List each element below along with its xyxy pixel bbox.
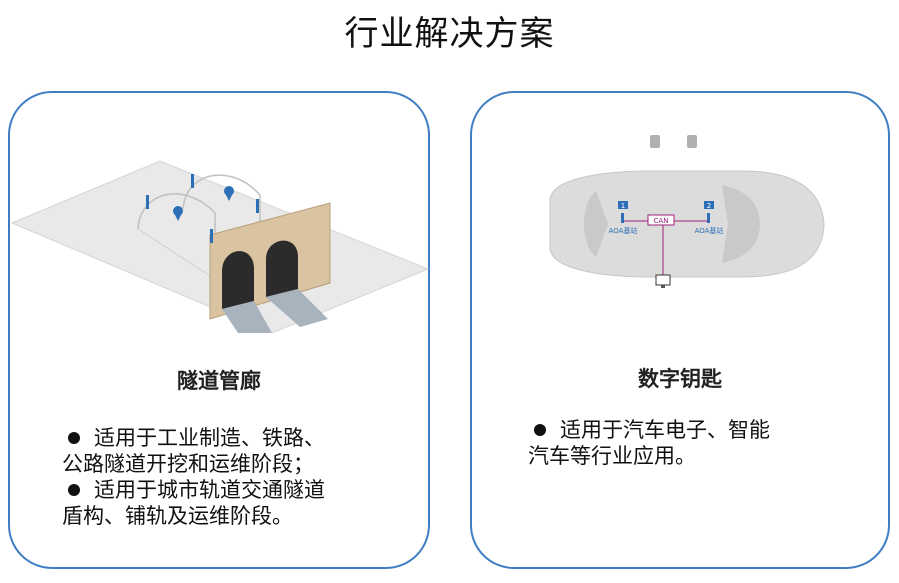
station-number-2: 2 bbox=[707, 202, 711, 210]
track-2 bbox=[266, 289, 328, 327]
tunnel-illustration bbox=[10, 160, 430, 333]
tunnel-solution-card: 隧道管廊 适用于工业制造、铁路、 公路隧道开挖和运维阶段； 适用于城市轨道交通隧… bbox=[8, 91, 430, 569]
phone-key-icon bbox=[650, 135, 697, 148]
station-label-2: AOA基站 bbox=[695, 226, 724, 235]
bullet-dot-icon bbox=[534, 424, 546, 436]
card-title-tunnel: 隧道管廊 bbox=[177, 369, 261, 393]
tunnel-arch-outline-1 bbox=[137, 193, 216, 251]
monitor-icon bbox=[655, 274, 671, 286]
tunnel-opening-2 bbox=[266, 240, 298, 297]
can-bus-label: CAN bbox=[654, 217, 669, 225]
car-diagram: 1 2 AOA基站 AOA基站 CAN bbox=[549, 135, 825, 288]
bullet-item: 适用于汽车电子、智能 bbox=[528, 417, 770, 443]
tunnel-bullet-list: 适用于工业制造、铁路、 公路隧道开挖和运维阶段； 适用于城市轨道交通隧道 盾构、… bbox=[62, 425, 325, 529]
car-rear-window bbox=[584, 191, 608, 257]
car-body bbox=[549, 170, 825, 278]
card-title-digital-key: 数字钥匙 bbox=[638, 367, 722, 391]
tunnel-arch-outline-3 bbox=[137, 228, 216, 280]
tunnel-opening-1 bbox=[222, 251, 254, 309]
station-number-badge-2 bbox=[704, 201, 714, 209]
bullet-dot-icon bbox=[68, 484, 80, 496]
tunnel-arch-outline-2 bbox=[182, 174, 261, 233]
station-number-badge-1 bbox=[618, 201, 628, 209]
bullet-dot-icon bbox=[68, 432, 80, 444]
bullet-item-continuation: 汽车等行业应用。 bbox=[528, 444, 696, 468]
bullet-item: 适用于城市轨道交通隧道 bbox=[62, 477, 325, 503]
antenna-icon bbox=[621, 213, 710, 223]
page-title: 行业解决方案 bbox=[344, 14, 555, 54]
station-number-1: 1 bbox=[621, 202, 625, 210]
digital-key-solution-card: 1 2 AOA基站 AOA基站 CAN 数字钥匙 适用于汽车电子、智能 汽车等行… bbox=[470, 91, 890, 569]
bullet-item-continuation: 盾构、铺轨及运维阶段。 bbox=[62, 504, 293, 528]
bullet-item-continuation: 公路隧道开挖和运维阶段； bbox=[62, 452, 314, 476]
antenna-icon bbox=[146, 174, 259, 243]
track-1 bbox=[222, 301, 272, 333]
digital-key-bullet-list: 适用于汽车电子、智能 汽车等行业应用。 bbox=[528, 417, 770, 469]
car-windshield bbox=[722, 185, 760, 263]
station-label-1: AOA基站 bbox=[609, 226, 638, 235]
bullet-item: 适用于工业制造、铁路、 bbox=[62, 425, 325, 451]
location-pin-icon bbox=[173, 186, 234, 221]
can-bus-box bbox=[647, 214, 675, 226]
